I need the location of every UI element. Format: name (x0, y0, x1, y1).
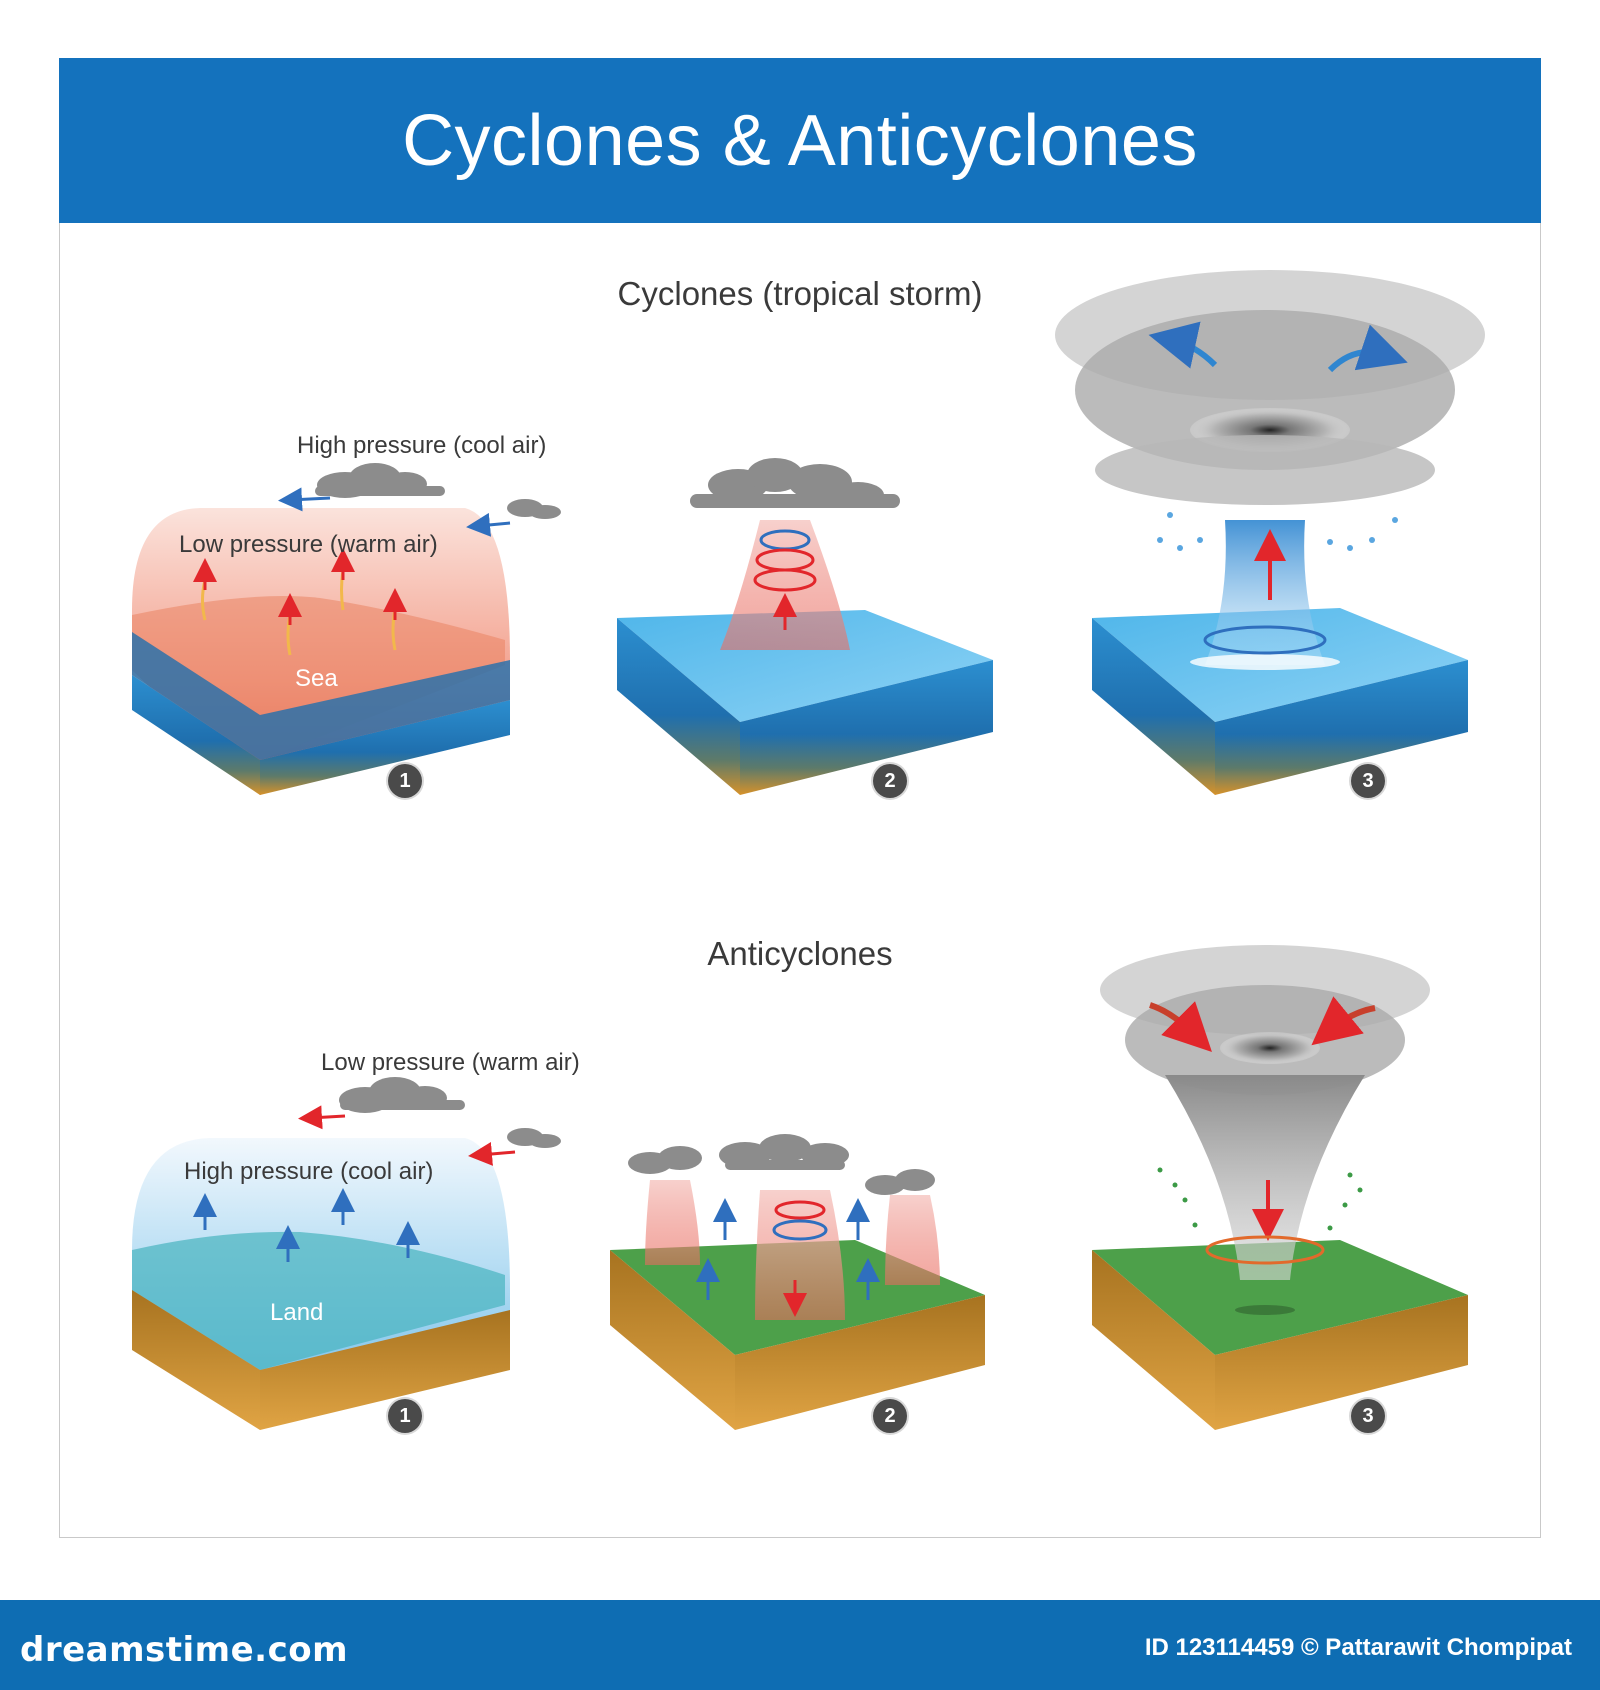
cyclone-step-1-badge: 1 (388, 764, 422, 798)
cyclones-heading: Cyclones (tropical storm) (617, 275, 983, 312)
anticyclone-step3-block (1092, 945, 1468, 1430)
cyclone-step1-arrows (193, 487, 511, 656)
cyclone-step-3-badge: 3 (1351, 764, 1385, 798)
anticyclone-step3-arrows (1149, 996, 1376, 1265)
anticyclone-step1-block (132, 1138, 510, 1430)
sea-label: Sea (295, 665, 338, 692)
page-title: Cyclones & Anticyclones (402, 100, 1198, 181)
footer-bar: dreamstime.com ID 123114459 © Pattarawit… (0, 1600, 1600, 1690)
title-banner: Cyclones & Anticyclones (59, 58, 1541, 223)
cyclone-step-2-badge: 2 (873, 764, 907, 798)
cyclone-step3-arrows (1148, 321, 1408, 655)
anticyclone-high-pressure-label: High pressure (cool air) (184, 1158, 434, 1185)
anticyclones-heading: Anticyclones (707, 935, 893, 972)
debris-particles (1157, 1167, 1363, 1231)
cyclone-step2-block (617, 520, 993, 795)
cyclone-step3-block (1055, 270, 1485, 795)
cyclone-step1-block (132, 508, 510, 795)
footer-credit: ID 123114459 © Pattarawit Chompipat (1144, 1634, 1572, 1661)
cyclone-step2-clouds (690, 458, 900, 508)
cyclone-step1-clouds (315, 463, 561, 519)
anticyclone-low-pressure-label: Low pressure (warm air) (321, 1049, 580, 1076)
cyclone-low-pressure-label: Low pressure (warm air) (179, 531, 438, 558)
anticyclone-step-2-badge: 2 (873, 1399, 907, 1433)
anticyclone-step-3-badge: 3 (1351, 1399, 1385, 1433)
cyclone-step2-spiral (753, 529, 817, 630)
anticyclone-step1-clouds (339, 1077, 561, 1148)
anticyclone-step2-arrows (696, 1198, 880, 1317)
rain-drops (1157, 512, 1398, 551)
anticyclone-step2-clouds (628, 1134, 935, 1195)
land-label: Land (270, 1299, 324, 1326)
cyclone-high-pressure-label: High pressure (cool air) (297, 432, 547, 459)
anticyclone-step1-arrows (193, 1105, 516, 1262)
footer-brand[interactable]: dreamstime.com (20, 1630, 349, 1670)
anticyclone-step-1-badge: 1 (388, 1399, 422, 1433)
